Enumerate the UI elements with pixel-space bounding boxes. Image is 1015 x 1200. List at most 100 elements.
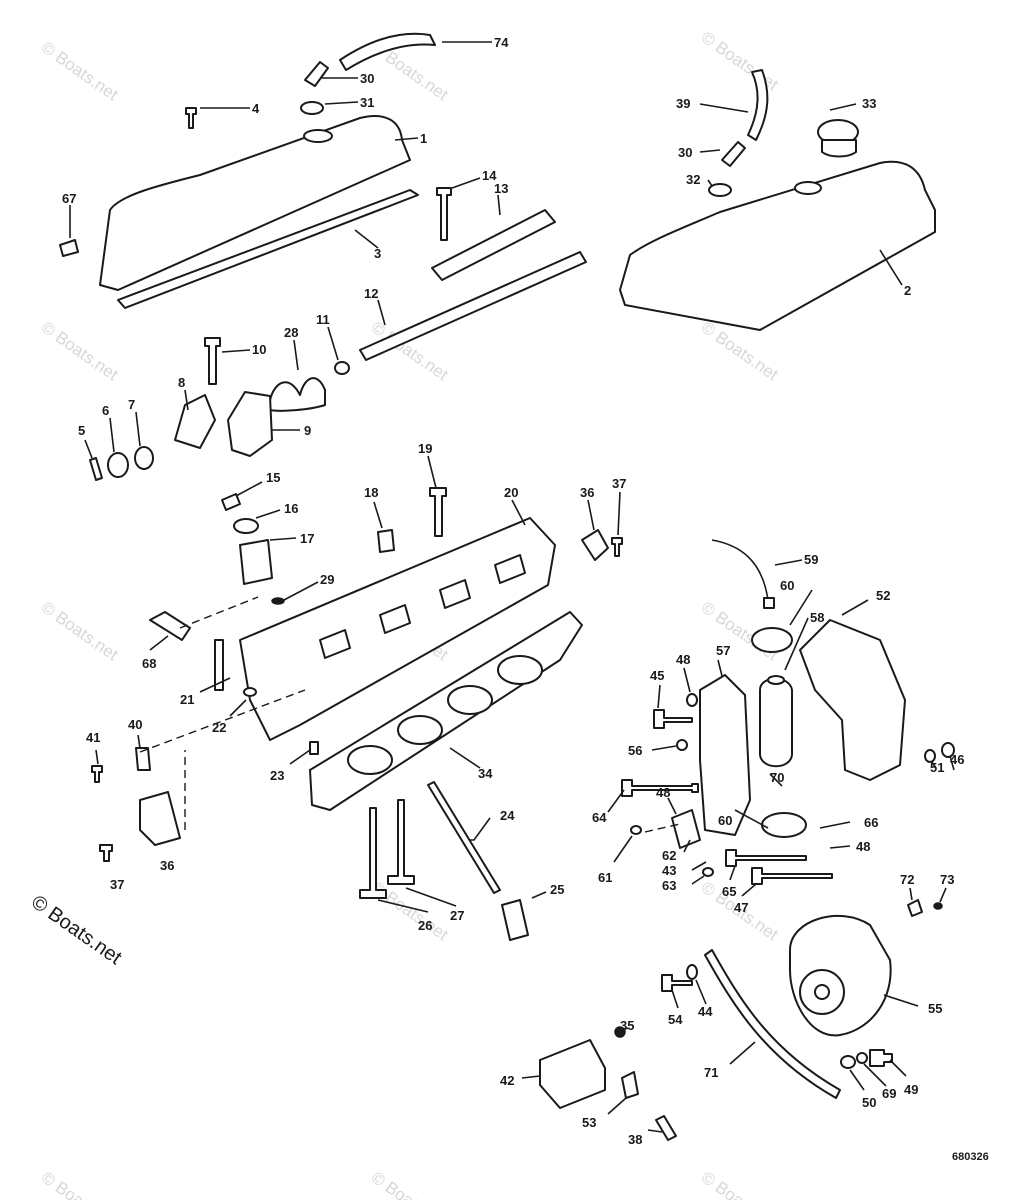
- leader-line: [199, 677, 231, 693]
- leader-line: [109, 417, 115, 453]
- watermark: © Boats.net: [368, 1168, 452, 1200]
- leader-line: [221, 349, 251, 353]
- callout-27: 27: [450, 908, 464, 923]
- leader-line: [521, 1075, 541, 1079]
- bracket-36-lower: [139, 791, 181, 846]
- leader-line: [784, 617, 809, 671]
- callout-55: 55: [928, 1001, 942, 1016]
- leader-line: [741, 883, 757, 897]
- washer-22: [243, 687, 257, 697]
- callout-37-lower: 37: [110, 877, 124, 892]
- callout-15: 15: [266, 470, 280, 485]
- gasket-bore: [347, 745, 393, 775]
- leader-line: [511, 499, 526, 526]
- callout-63: 63: [662, 878, 676, 893]
- callout-48-switch: 48: [656, 785, 670, 800]
- adjusting-arm-71: [704, 949, 841, 1099]
- washer-7: [134, 446, 154, 470]
- washer-69: [856, 1052, 868, 1064]
- leader-line: [909, 887, 913, 901]
- callout-68: 68: [142, 656, 156, 671]
- callout-45: 45: [650, 668, 664, 683]
- watermark: © Boats.net: [368, 878, 452, 945]
- callout-1: 1: [420, 131, 427, 146]
- callout-13: 13: [494, 181, 508, 196]
- pushrod-24: [427, 781, 501, 894]
- head-port: [494, 554, 526, 584]
- callout-41: 41: [86, 730, 100, 745]
- leader-line: [405, 887, 457, 907]
- callout-40: 40: [128, 717, 142, 732]
- leader-line: [883, 994, 919, 1007]
- gasket-3: [117, 189, 419, 309]
- spring-28: [269, 377, 326, 412]
- leader-line: [691, 875, 705, 885]
- leader-line: [449, 747, 481, 769]
- switch-48: [671, 809, 701, 849]
- callout-38: 38: [628, 1132, 642, 1147]
- parts-group: [59, 32, 955, 1141]
- filler-cap-33-base: [821, 139, 857, 158]
- callout-61: 61: [598, 870, 612, 885]
- valve-cover-1: [99, 115, 411, 291]
- grommet-31: [300, 101, 324, 115]
- watermark: © Boats.net: [38, 318, 122, 385]
- callout-30: 30: [360, 71, 374, 86]
- oil-fill-hole-2: [794, 181, 822, 195]
- leader-line: [84, 439, 93, 459]
- callout-49: 49: [904, 1082, 918, 1097]
- callout-48-lower: 48: [856, 839, 870, 854]
- wire-59: [711, 539, 769, 601]
- callout-11: 11: [316, 312, 330, 327]
- alternator-hub: [814, 984, 830, 1000]
- leader-line: [617, 491, 621, 536]
- seal-29: [271, 597, 285, 605]
- callout-32: 32: [686, 172, 700, 187]
- wire-59-end: [763, 597, 775, 609]
- screw-4: [185, 107, 197, 129]
- watermark-main: © Boats.net: [27, 891, 126, 969]
- ring-60: [751, 627, 793, 653]
- callout-24: 24: [500, 808, 515, 823]
- leader-line: [497, 194, 501, 216]
- callout-4: 4: [252, 101, 260, 116]
- bolt-19: [429, 487, 447, 537]
- callout-2: 2: [904, 283, 911, 298]
- leader-line: [717, 659, 723, 677]
- coil-58-top: [767, 675, 785, 685]
- bolt-47: [751, 867, 833, 885]
- callout-42: 42: [500, 1073, 514, 1088]
- callout-25: 25: [550, 882, 564, 897]
- spring-cap-16: [233, 518, 259, 534]
- callout-34: 34: [478, 766, 493, 781]
- leader-line: [774, 559, 803, 566]
- leader-line: [849, 1069, 865, 1091]
- nut-63: [702, 867, 714, 877]
- leader-line: [137, 734, 141, 749]
- leader-line: [587, 499, 595, 531]
- callout-14: 14: [482, 168, 497, 183]
- callout-7: 7: [128, 397, 135, 412]
- callout-72: 72: [900, 872, 914, 887]
- callout-44: 44: [698, 1004, 713, 1019]
- callout-6: 6: [102, 403, 109, 418]
- callout-5: 5: [78, 423, 85, 438]
- cotter-pin-5: [89, 457, 103, 481]
- diagram-code: 680326: [952, 1151, 989, 1163]
- leader-line: [470, 817, 491, 841]
- bolt-49: [869, 1049, 893, 1067]
- leader-line: [451, 177, 481, 189]
- callout-22: 22: [212, 720, 226, 735]
- bolt-54: [661, 974, 693, 992]
- callout-54: 54: [668, 1012, 683, 1027]
- callout-74: 74: [494, 35, 509, 50]
- oil-fill-hole: [303, 129, 333, 143]
- leader-line: [707, 179, 713, 187]
- leader-line: [135, 411, 141, 447]
- washer-44: [686, 964, 698, 980]
- hose-39: [747, 69, 769, 141]
- callout-71: 71: [704, 1065, 718, 1080]
- callout-26: 26: [418, 918, 432, 933]
- rocker-shaft-12: [359, 251, 587, 361]
